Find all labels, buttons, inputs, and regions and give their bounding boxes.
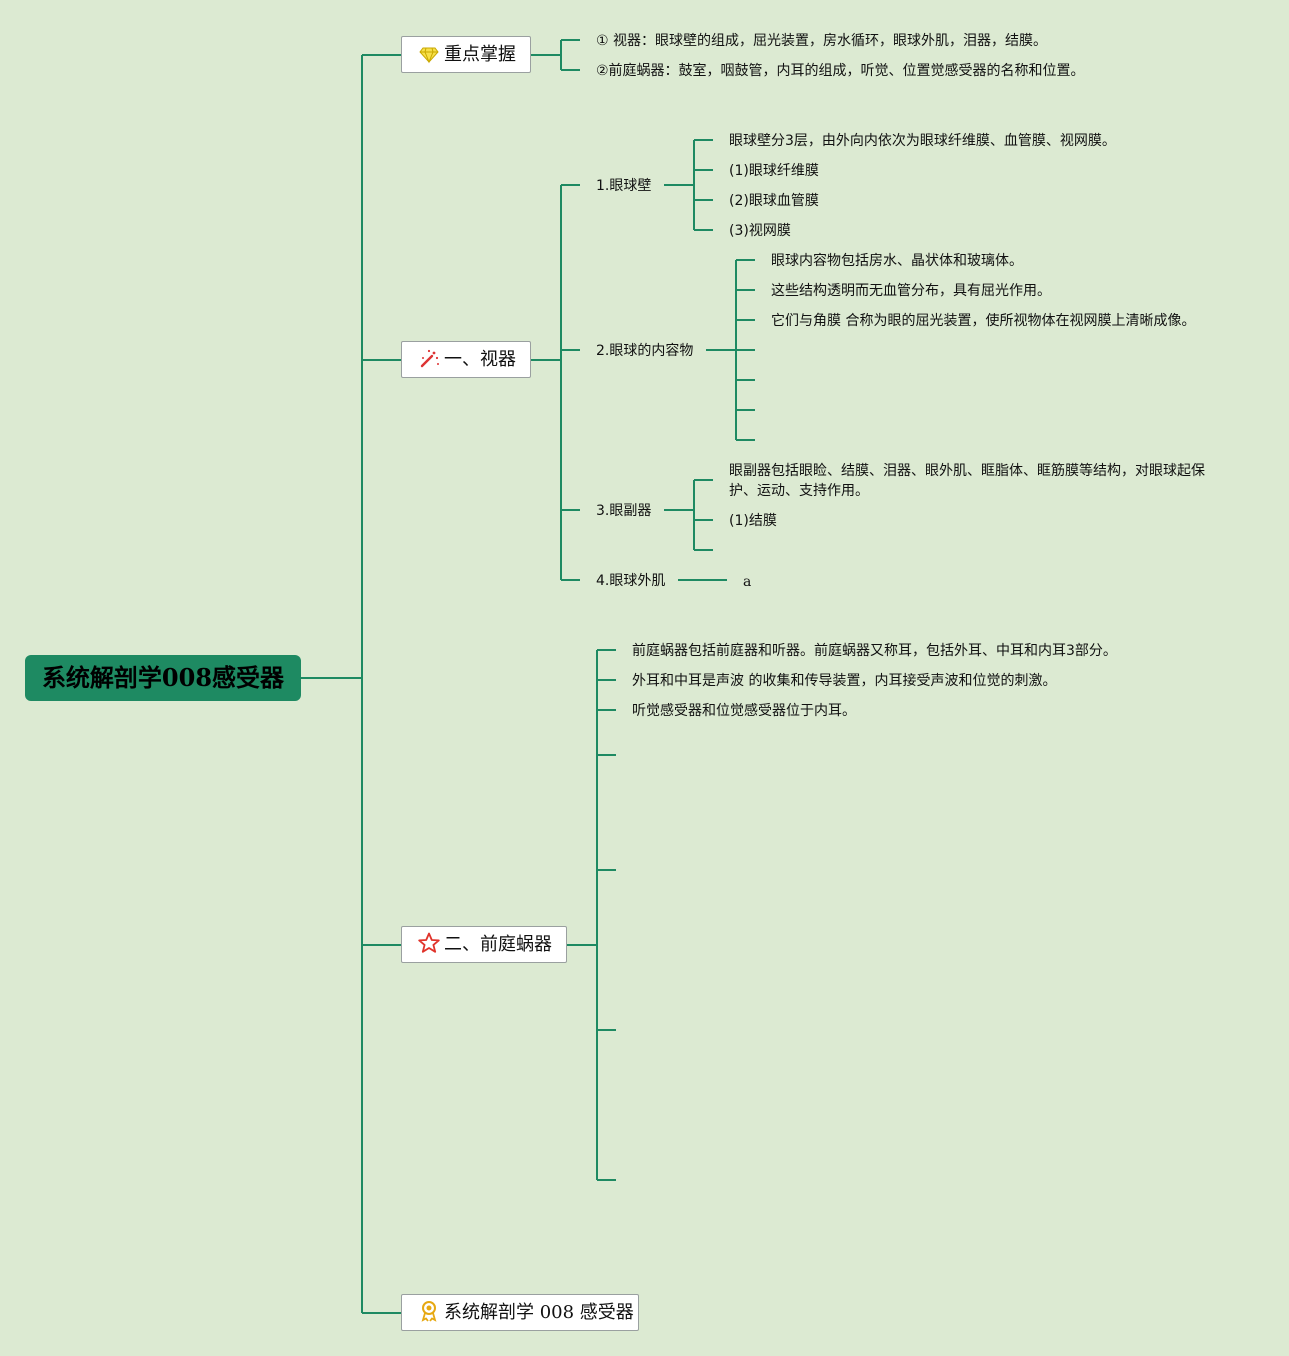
leaf-item[interactable]: 眼球壁分3层，由外向内依次为眼球纤维膜、血管膜、视网膜。 — [729, 133, 1116, 149]
leaf-item[interactable]: 这些结构透明而无血管分布，具有屈光作用。 — [771, 283, 1051, 299]
subtopic-eyeball-wall[interactable]: 1.眼球壁 — [596, 178, 652, 194]
leaf-item[interactable]: (3)视网膜 — [729, 223, 791, 239]
leaf-item[interactable]: (2)眼球血管膜 — [729, 193, 819, 209]
branch-footer[interactable]: 系统解剖学 008 感受器 — [401, 1294, 639, 1331]
leaf-item[interactable]: 它们与角膜 合称为眼的屈光装置，使所视物体在视网膜上清晰成像。 — [771, 313, 1196, 329]
branch-visual-organ[interactable]: 一、视器 — [401, 341, 531, 378]
subtopic-eyeball-contents[interactable]: 2.眼球的内容物 — [596, 343, 694, 359]
branch-key-points[interactable]: 重点掌握 — [401, 36, 531, 73]
magic-wand-icon — [418, 347, 440, 369]
key-point-item[interactable]: ②前庭蜗器：鼓室，咽鼓管，内耳的组成，听觉、位置觉感受器的名称和位置。 — [596, 63, 1085, 79]
leaf-item[interactable]: a — [743, 574, 752, 590]
leaf-item[interactable]: 外耳和中耳是声波 的收集和传导装置，内耳接受声波和位觉的刺激。 — [632, 673, 1057, 689]
diamond-icon — [418, 42, 440, 64]
leaf-item[interactable]: 前庭蜗器包括前庭器和听器。前庭蜗器又称耳，包括外耳、中耳和内耳3部分。 — [632, 643, 1117, 659]
leaf-item[interactable]: (1)结膜 — [729, 513, 777, 529]
subtopic-accessory-organs[interactable]: 3.眼副器 — [596, 503, 652, 519]
branch-label: 系统解剖学 008 感受器 — [444, 1302, 634, 1323]
leaf-item[interactable]: 眼副器包括眼睑、结膜、泪器、眼外肌、眶脂体、眶筋膜等结构，对眼球起保护、运动、支… — [729, 463, 1205, 499]
branch-label: 一、视器 — [444, 349, 516, 370]
branch-vestibulocochlear[interactable]: 二、前庭蜗器 — [401, 926, 567, 963]
award-ribbon-icon — [418, 1300, 440, 1322]
branch-label: 二、前庭蜗器 — [444, 934, 552, 955]
leaf-item[interactable]: 听觉感受器和位觉感受器位于内耳。 — [632, 703, 856, 719]
leaf-item[interactable]: (1)眼球纤维膜 — [729, 163, 819, 179]
leaf-item[interactable]: 眼球内容物包括房水、晶状体和玻璃体。 — [771, 253, 1023, 269]
root-topic[interactable]: 系统解剖学008感受器 — [25, 655, 301, 701]
branch-label: 重点掌握 — [444, 44, 516, 65]
star-icon — [418, 932, 440, 954]
subtopic-extraocular-muscles[interactable]: 4.眼球外肌 — [596, 573, 666, 589]
key-point-item[interactable]: ① 视器：眼球壁的组成，屈光装置，房水循环，眼球外肌，泪器，结膜。 — [596, 33, 1047, 49]
